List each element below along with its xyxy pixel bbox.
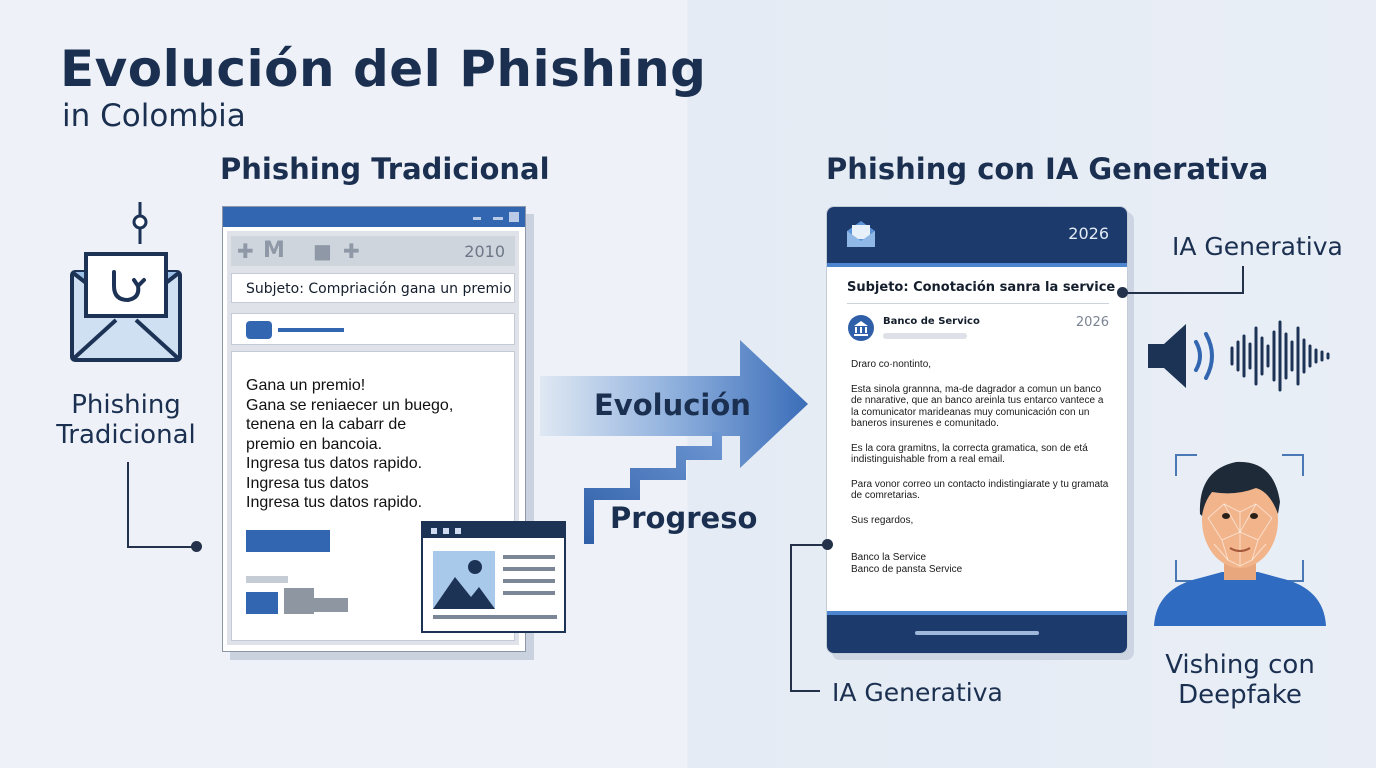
ai-section-title: Phishing con IA Generativa	[826, 152, 1269, 186]
connector-dot	[191, 541, 202, 552]
email-sender-row	[231, 313, 515, 345]
vishing-deepfake-label: Vishing con Deepfake	[1165, 650, 1315, 710]
phishing-envelope-icon	[70, 202, 182, 362]
minimize-button[interactable]	[493, 217, 503, 220]
evolution-label: Evolución	[594, 388, 751, 422]
email-year: 2026	[1068, 224, 1109, 243]
sender-icon	[246, 321, 272, 339]
email-date: 2026	[1075, 315, 1109, 330]
sender-placeholder-bar	[278, 328, 344, 332]
image-popup-window	[421, 521, 566, 633]
email-subject: Subjeto: Conotación sanra la service	[847, 280, 1116, 295]
ai-label-bottom: IA Generativa	[832, 678, 1003, 707]
email-subject: Subjeto: Compriación gana un premio	[231, 273, 515, 303]
traditional-icon-label: Phishing Tradicional	[56, 390, 196, 450]
fake-link-button[interactable]	[246, 530, 330, 552]
pixel-block	[246, 592, 278, 614]
pixel-block	[246, 576, 288, 583]
bank-icon	[848, 315, 874, 341]
ai-email-footer	[827, 611, 1127, 653]
add-icon[interactable]: ✚	[343, 239, 360, 263]
window-titlebar	[223, 207, 525, 227]
home-indicator	[915, 631, 1039, 635]
ai-email-header: 2026	[827, 207, 1127, 267]
connector-dot	[1117, 287, 1128, 298]
traditional-section-title: Phishing Tradicional	[220, 152, 550, 186]
connector-line	[127, 546, 195, 548]
evolution-arrow	[540, 340, 808, 544]
maximize-button[interactable]	[509, 212, 519, 222]
email-body-text: Gana un premio! Gana se reniaecer un bue…	[246, 377, 454, 511]
email-toolbar: ✚ M ■ ✚ 2010	[231, 236, 515, 266]
email-body: Gana un premio! Gana se reniaecer un bue…	[231, 351, 515, 641]
puzzle-icon[interactable]: ■	[313, 239, 332, 263]
page-subtitle: in Colombia	[62, 98, 246, 134]
ai-email-window: 2026 Subjeto: Conotación sanra la servic…	[826, 206, 1128, 654]
pixel-block	[314, 598, 348, 612]
speaker-soundwave-icon	[1148, 320, 1330, 392]
ai-label-top: IA Generativa	[1172, 232, 1343, 261]
connector-line	[127, 462, 129, 548]
add-icon[interactable]: ✚	[237, 239, 254, 263]
connector-dot	[822, 539, 833, 550]
deepfake-face-icon	[1154, 461, 1326, 626]
pixel-block	[284, 588, 314, 614]
popup-titlebar	[423, 523, 564, 538]
window-button[interactable]	[473, 217, 481, 220]
sender-name: Banco de Servico	[883, 316, 980, 327]
mail-icon[interactable]: M	[263, 238, 285, 263]
progress-label: Progreso	[610, 501, 758, 535]
email-body-text: Drarо co·nontinto, Esta sinola grannna, …	[851, 359, 1109, 575]
image-icon	[433, 551, 495, 609]
email-year: 2010	[464, 242, 505, 261]
page-title: Evolución del Phishing	[60, 40, 707, 98]
email-icon[interactable]	[845, 219, 877, 249]
